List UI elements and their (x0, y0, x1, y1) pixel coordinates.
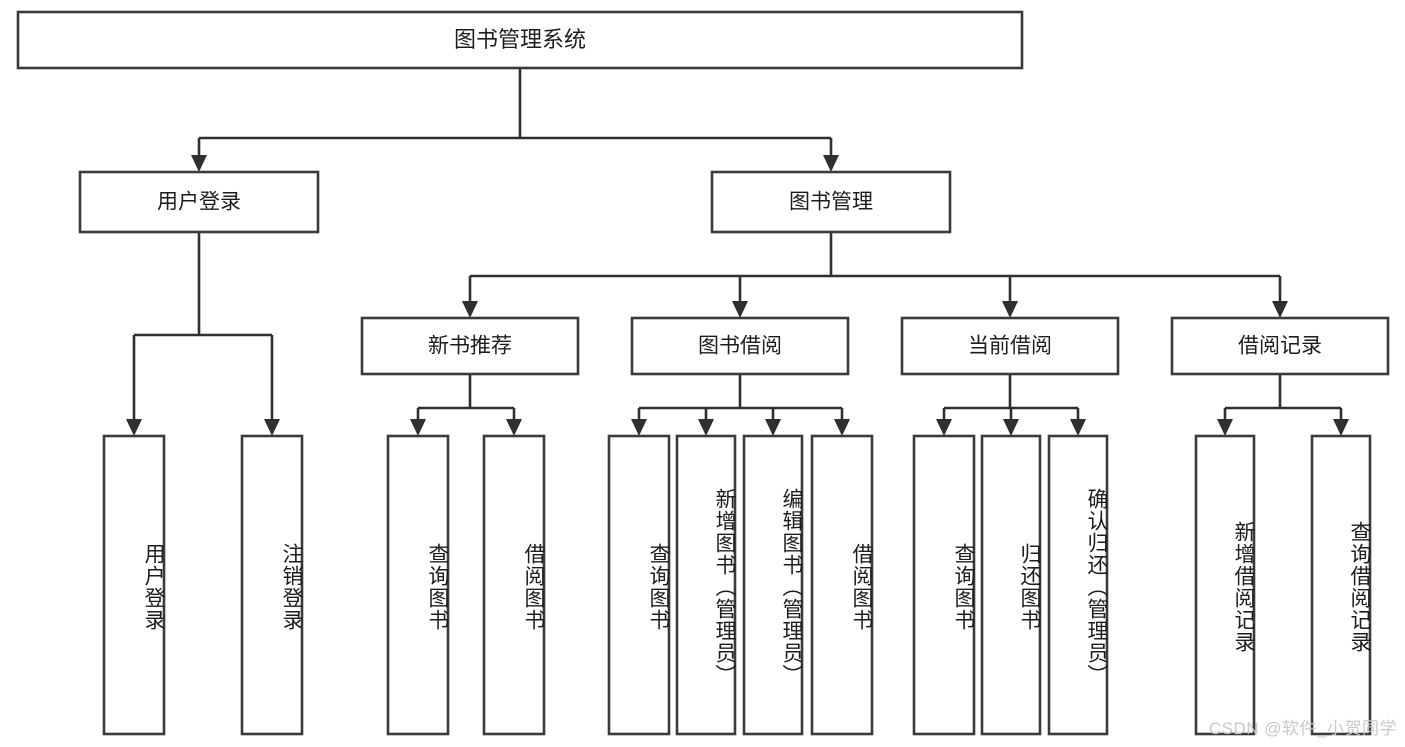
arrow-head-icon (264, 419, 280, 436)
arrow-head-icon (462, 301, 478, 318)
arrow-head-icon (1272, 301, 1288, 318)
arrow-head-icon (765, 419, 781, 436)
level2-label-0: 用户登录 (157, 191, 241, 214)
leaf-box-12[interactable] (1310, 434, 1372, 736)
leaf-box-6[interactable] (742, 434, 804, 736)
leaf-box-11[interactable] (1194, 434, 1256, 736)
arrow-head-icon (191, 155, 207, 172)
arrow-head-icon (1333, 419, 1349, 436)
leaf-box-5[interactable] (675, 434, 737, 736)
arrow-head-icon (1217, 419, 1233, 436)
connector-layer (126, 68, 1349, 436)
arrow-head-icon (1002, 301, 1018, 318)
arrow-head-icon (410, 419, 426, 436)
arrow-head-icon (1003, 419, 1019, 436)
node-box-layer (16, 10, 1390, 736)
level2-box-0[interactable] (78, 170, 320, 234)
arrow-head-icon (126, 419, 142, 436)
arrow-head-icon (506, 419, 522, 436)
arrow-head-icon (732, 301, 748, 318)
arrow-head-icon (834, 419, 850, 436)
arrow-head-icon (698, 419, 714, 436)
level3-box-1[interactable] (630, 316, 850, 376)
root-box-0[interactable] (16, 10, 1024, 70)
level3-label-0: 新书推荐 (428, 335, 512, 358)
level2-box-1[interactable] (710, 170, 952, 234)
leaf-box-8[interactable] (912, 434, 976, 736)
level3-label-1: 图书借阅 (698, 335, 782, 358)
arrow-head-icon (936, 419, 952, 436)
leaf-box-1[interactable] (240, 434, 304, 736)
arrow-head-icon (823, 155, 839, 172)
level3-label-3: 借阅记录 (1238, 335, 1322, 358)
leaf-box-3[interactable] (482, 434, 546, 736)
leaf-box-2[interactable] (386, 434, 450, 736)
leaf-box-10[interactable] (1047, 434, 1109, 736)
leaf-box-7[interactable] (810, 434, 874, 736)
arrow-head-icon (1070, 419, 1086, 436)
csdn-watermark: CSDN @软件_小贺同学 (1208, 719, 1397, 738)
level3-box-0[interactable] (360, 316, 580, 376)
leaf-box-9[interactable] (980, 434, 1042, 736)
arrow-head-icon (631, 419, 647, 436)
level2-label-1: 图书管理 (789, 191, 873, 214)
leaf-box-0[interactable] (102, 434, 166, 736)
root-label-0: 图书管理系统 (454, 27, 586, 52)
level3-label-2: 当前借阅 (968, 335, 1052, 358)
level3-box-2[interactable] (900, 316, 1120, 376)
level3-box-3[interactable] (1170, 316, 1390, 376)
leaf-box-4[interactable] (607, 434, 671, 736)
